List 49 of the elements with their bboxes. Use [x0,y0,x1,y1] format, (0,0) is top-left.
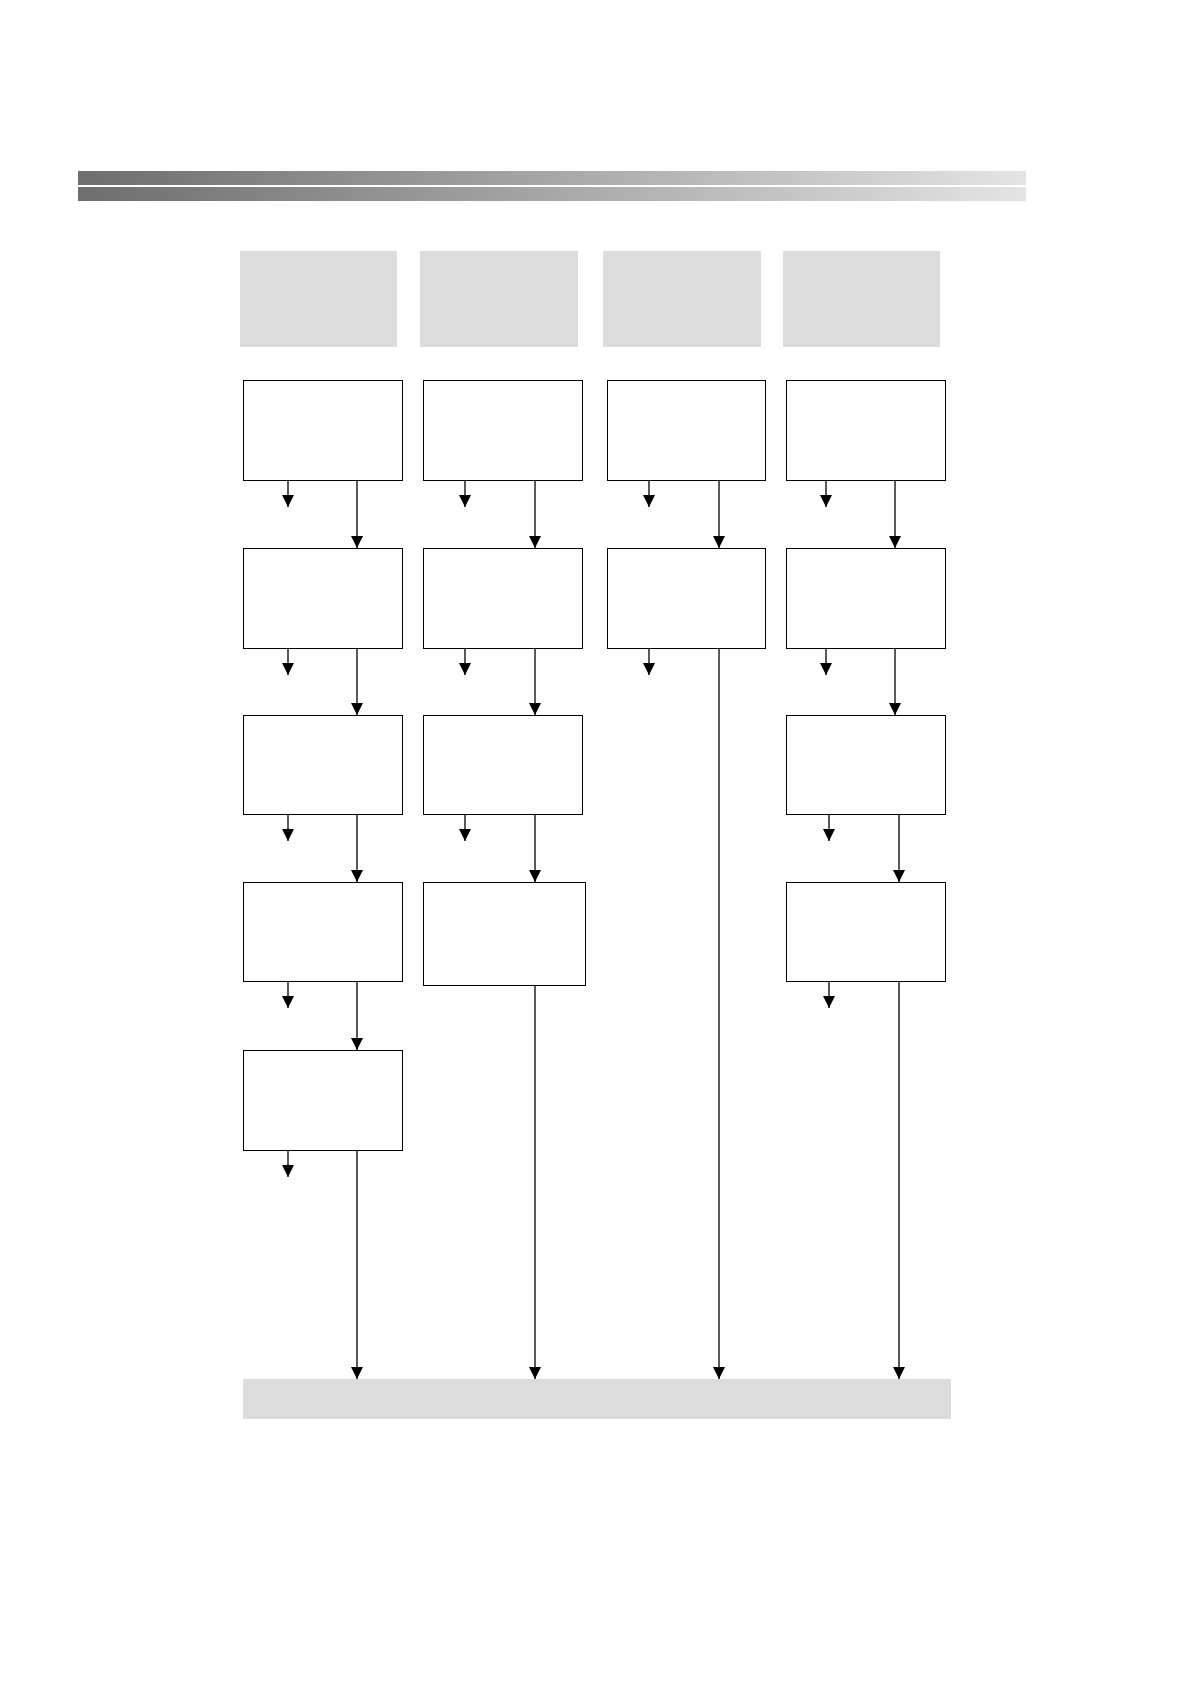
arrow [459,814,471,842]
process-box [243,380,403,481]
arrow [351,981,363,1051]
arrow [529,648,541,716]
process-box [243,548,403,649]
arrow [282,1150,294,1178]
arrow [529,985,541,1380]
process-box [786,380,946,481]
process-box [243,1050,403,1151]
arrow [282,480,294,508]
arrow [529,480,541,549]
arrow [529,814,541,883]
arrow [713,648,725,1380]
header-box [783,251,940,347]
process-box [423,548,583,649]
process-box [786,715,946,815]
process-box [786,548,946,649]
header-box [420,251,578,347]
arrow [820,480,832,508]
arrow [643,648,655,676]
process-box [243,715,403,815]
process-box [423,715,583,815]
arrow [643,480,655,508]
arrow [351,814,363,883]
arrow [820,648,832,676]
arrow [823,981,835,1009]
result-bar [243,1379,951,1419]
arrow [351,480,363,549]
process-box [607,380,766,481]
header-box [603,251,761,347]
header-box [240,251,397,347]
arrow [351,1150,363,1380]
process-box [243,882,403,982]
arrow [713,480,725,549]
process-box [607,548,766,649]
arrow [893,814,905,883]
arrow [351,648,363,716]
process-box [423,380,583,481]
process-box [423,882,586,986]
arrow [459,480,471,508]
process-box [786,882,946,982]
arrow [823,814,835,842]
arrow [893,981,905,1380]
arrow [889,480,901,549]
arrow [282,648,294,676]
arrow [282,814,294,842]
arrow [282,981,294,1009]
arrow [459,648,471,676]
arrow [889,648,901,716]
